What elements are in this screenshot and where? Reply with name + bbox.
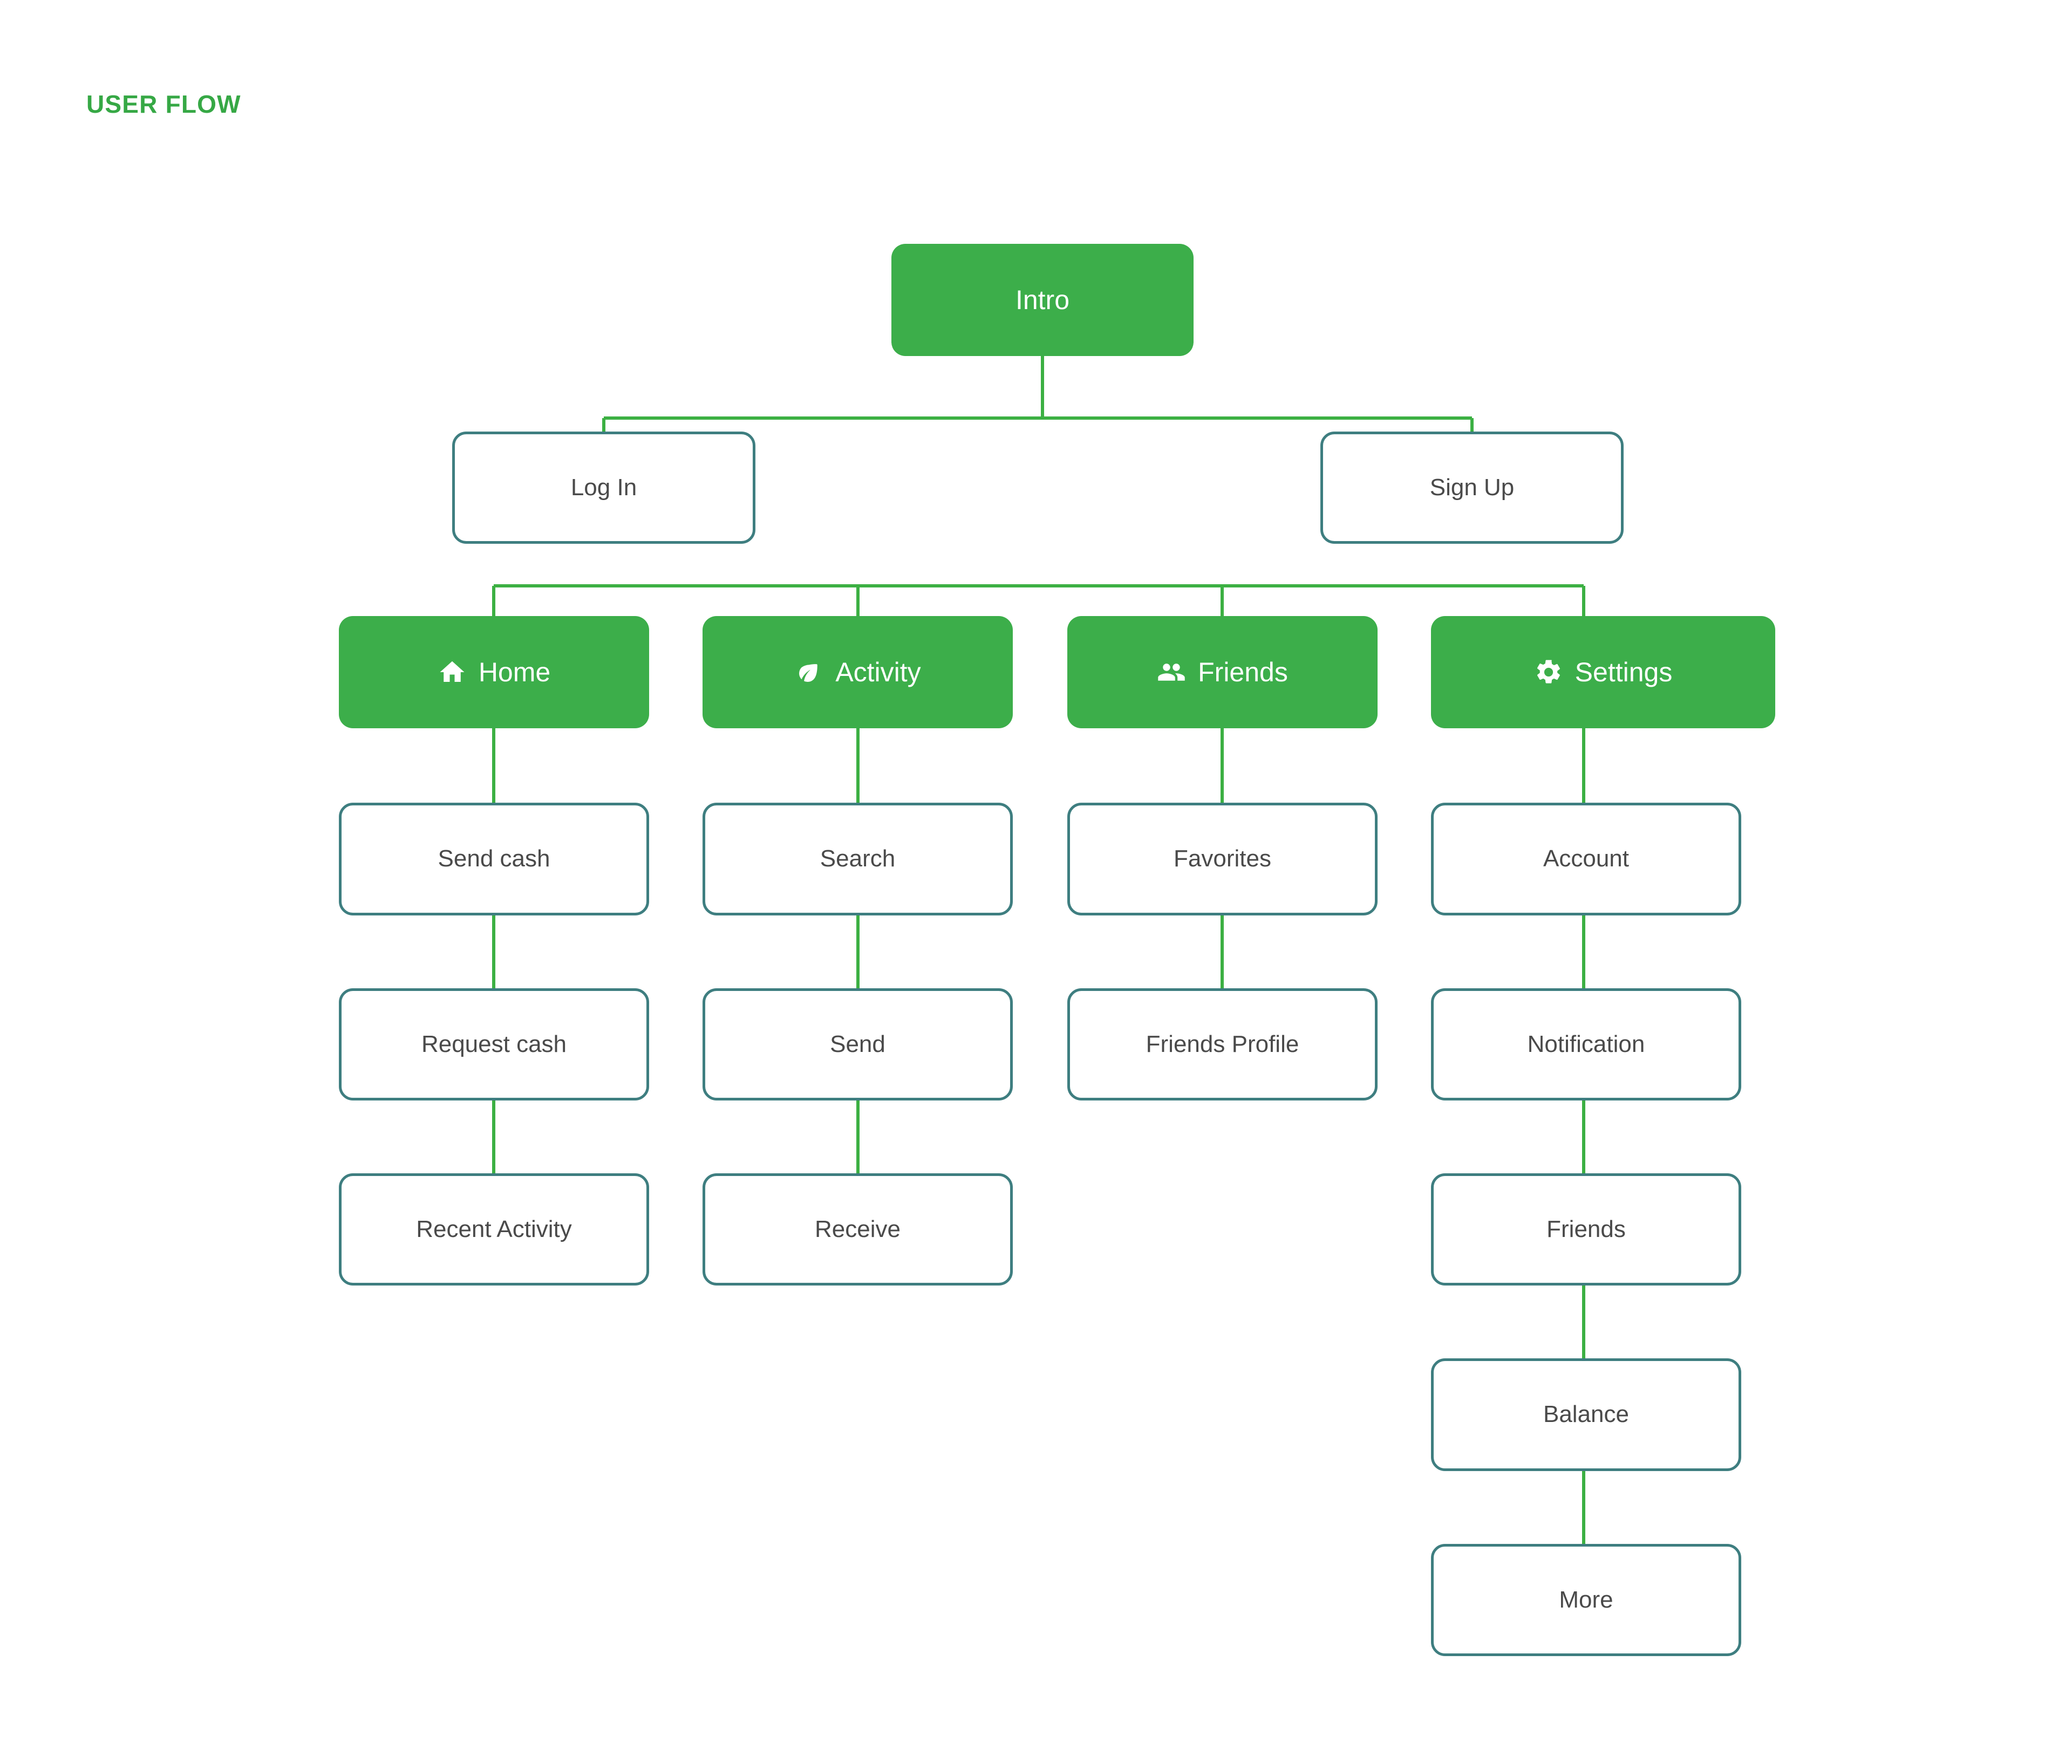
node-settings[interactable]: Settings	[1431, 616, 1775, 728]
node-send-cash[interactable]: Send cash	[339, 803, 649, 915]
node-sign-up[interactable]: Sign Up	[1320, 432, 1624, 544]
node-log-in[interactable]: Log In	[452, 432, 755, 544]
node-request-cash[interactable]: Request cash	[339, 988, 649, 1100]
node-account[interactable]: Account	[1431, 803, 1741, 915]
people-icon	[1157, 658, 1186, 687]
node-balance-label: Balance	[1543, 1401, 1629, 1428]
node-balance[interactable]: Balance	[1431, 1358, 1741, 1471]
node-send-cash-label: Send cash	[438, 845, 550, 872]
node-favorites-label: Favorites	[1174, 845, 1271, 872]
node-activity[interactable]: Activity	[703, 616, 1013, 728]
node-intro[interactable]: Intro	[891, 244, 1194, 356]
node-friends-profile[interactable]: Friends Profile	[1067, 988, 1378, 1100]
node-settings-label: Settings	[1575, 657, 1673, 687]
node-favorites[interactable]: Favorites	[1067, 803, 1378, 915]
node-settings-friends[interactable]: Friends	[1431, 1173, 1741, 1286]
node-friends-label: Friends	[1198, 657, 1288, 687]
node-account-label: Account	[1543, 845, 1629, 872]
node-more-label: More	[1559, 1586, 1613, 1613]
node-home-label: Home	[478, 657, 551, 687]
node-request-cash-label: Request cash	[421, 1030, 567, 1057]
node-recent-activity[interactable]: Recent Activity	[339, 1173, 649, 1286]
node-sign-up-label: Sign Up	[1429, 474, 1515, 501]
page-title: USER FLOW	[86, 90, 241, 118]
node-receive-label: Receive	[815, 1215, 901, 1242]
node-send[interactable]: Send	[703, 988, 1013, 1100]
leaf-icon	[794, 658, 823, 687]
node-receive[interactable]: Receive	[703, 1173, 1013, 1286]
node-search[interactable]: Search	[703, 803, 1013, 915]
node-intro-label: Intro	[1015, 284, 1070, 315]
node-log-in-label: Log In	[570, 474, 637, 501]
gear-icon	[1534, 658, 1563, 687]
node-friends[interactable]: Friends	[1067, 616, 1378, 728]
node-recent-activity-label: Recent Activity	[416, 1215, 572, 1242]
node-notification-label: Notification	[1527, 1030, 1645, 1057]
node-send-label: Send	[830, 1030, 885, 1057]
node-friends-profile-label: Friends Profile	[1146, 1030, 1299, 1057]
home-icon	[438, 658, 467, 687]
node-more[interactable]: More	[1431, 1544, 1741, 1656]
node-search-label: Search	[820, 845, 896, 872]
node-activity-label: Activity	[835, 657, 921, 687]
node-notification[interactable]: Notification	[1431, 988, 1741, 1100]
node-settings-friends-label: Friends	[1546, 1215, 1626, 1242]
node-home[interactable]: Home	[339, 616, 649, 728]
